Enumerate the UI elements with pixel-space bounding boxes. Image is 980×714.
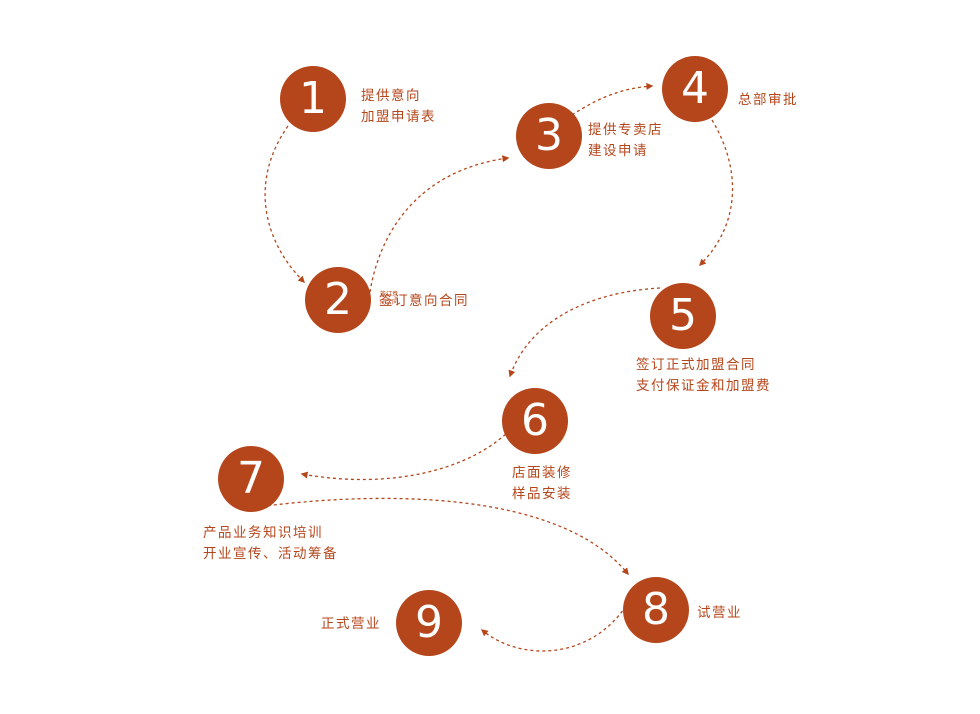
step-1-label: 提供意向 加盟申请表 — [361, 86, 436, 128]
step-3-label: 提供专卖店 建设申请 — [588, 120, 663, 162]
step-6-circle: 6 — [502, 388, 568, 454]
step-7-circle: 7 — [218, 446, 284, 512]
step-6-label-line-2: 样品安装 — [512, 486, 572, 502]
step-5-label-line-2: 支付保证金和加盟费 — [636, 378, 771, 394]
step-3-label-line-1: 提供专卖店 — [588, 122, 663, 138]
step-8-circle: 8 — [623, 577, 689, 643]
connector-5-to-6 — [508, 287, 661, 378]
connector-3-to-4 — [571, 82, 654, 116]
step-6-label: 店面装修 样品安装 — [512, 463, 572, 505]
step-7-label-line-1: 产品业务知识培训 — [203, 525, 323, 541]
step-4-label: 总部审批 — [738, 90, 798, 111]
connector-8-to-9 — [480, 605, 627, 652]
step-6-label-line-1: 店面装修 — [512, 465, 572, 481]
step-8-label-line-1: 试营业 — [697, 605, 742, 621]
step-2-small-line-2: 向合同 — [380, 299, 399, 306]
step-1-label-line-2: 加盟申请表 — [361, 109, 436, 125]
step-4-circle: 4 — [662, 56, 728, 122]
connector-6-to-7 — [300, 429, 511, 481]
step-5-label: 签订正式加盟合同 支付保证金和加盟费 — [636, 355, 771, 397]
step-2-small-label: 签订意 向合同 — [380, 291, 398, 307]
step-5-label-line-1: 签订正式加盟合同 — [636, 357, 756, 373]
step-1-circle: 1 — [280, 66, 346, 132]
step-7-label: 产品业务知识培训 开业宣传、活动筹备 — [203, 523, 338, 565]
step-2-circle: 2 — [305, 267, 371, 333]
step-2-label: 签订意向合同 — [379, 291, 469, 312]
step-2-small-line-1: 签订意 — [380, 291, 399, 298]
connector-2-to-3 — [369, 155, 510, 293]
connector-1-to-2 — [264, 125, 305, 283]
step-3-circle: 3 — [516, 103, 582, 169]
step-9-label: 正式营业 — [321, 614, 381, 635]
step-5-circle: 5 — [650, 283, 716, 349]
step-4-label-line-1: 总部审批 — [738, 92, 798, 108]
step-8-label: 试营业 — [697, 603, 742, 624]
connector-4-to-5 — [699, 119, 734, 266]
connector-7-to-8 — [249, 497, 629, 576]
step-1-label-line-1: 提供意向 — [361, 88, 421, 104]
step-9-label-line-1: 正式营业 — [321, 616, 381, 632]
step-3-label-line-2: 建设申请 — [588, 143, 648, 159]
step-2-label-line-1: 签订意向合同 — [379, 293, 469, 309]
step-9-circle: 9 — [396, 590, 462, 656]
step-7-label-line-2: 开业宣传、活动筹备 — [203, 546, 338, 562]
